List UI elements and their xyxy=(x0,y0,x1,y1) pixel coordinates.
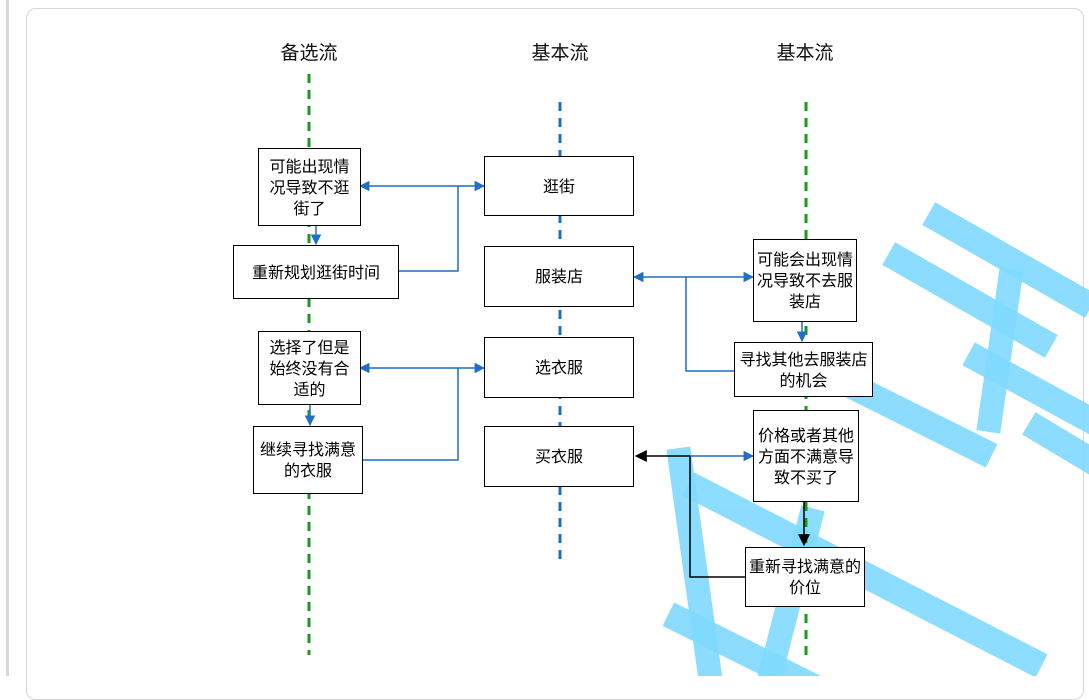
box-left-1: 可能出现情况导致不逛街了 xyxy=(258,148,361,226)
box-left-4: 继续寻找满意的衣服 xyxy=(253,426,363,494)
box-mid-3: 选衣服 xyxy=(484,337,634,398)
connector-right2-branch xyxy=(685,277,734,372)
box-right-4: 重新寻找满意的价位 xyxy=(745,547,865,607)
connector-left4-branch xyxy=(363,368,459,461)
connector-right4-loop xyxy=(689,456,745,578)
box-right-1: 可能会出现情况导致不去服装店 xyxy=(753,239,857,322)
box-right-3: 价格或者其他方面不满意导致不买了 xyxy=(753,410,859,502)
lane-title-left: 备选流 xyxy=(280,42,338,64)
box-mid-2: 服装店 xyxy=(484,246,634,307)
connector-left2-branch xyxy=(399,186,459,272)
box-right-2: 寻找其他去服装店的机会 xyxy=(734,342,873,397)
left-rule xyxy=(6,0,9,676)
box-left-3: 选择了但是始终没有合适的 xyxy=(258,331,361,405)
box-mid-1: 逛街 xyxy=(484,156,634,216)
box-left-2: 重新规划逛街时间 xyxy=(233,245,399,299)
box-mid-4: 买衣服 xyxy=(484,426,634,487)
lane-title-middle: 基本流 xyxy=(531,42,589,64)
lane-title-right: 基本流 xyxy=(776,42,834,64)
